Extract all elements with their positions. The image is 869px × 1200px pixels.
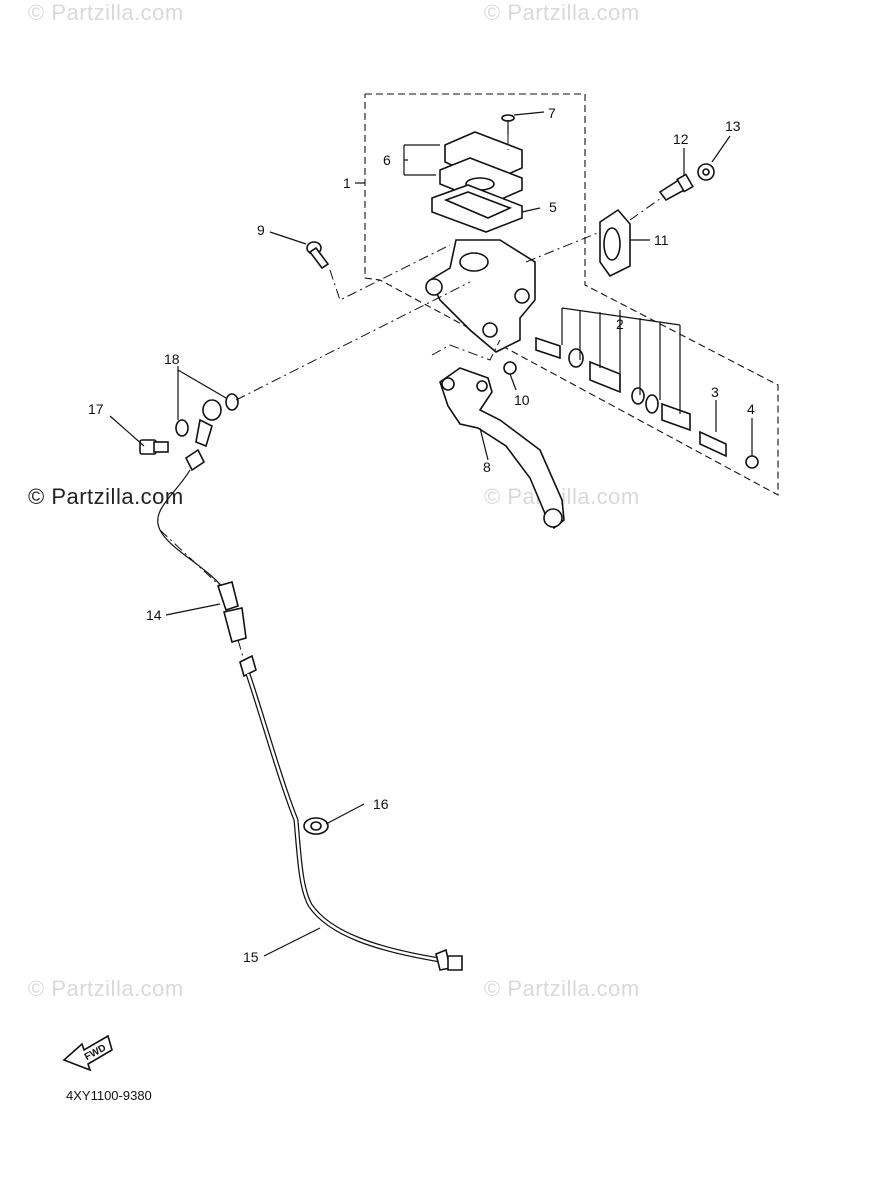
callout-5: 5 [549, 199, 557, 215]
callout-1: 1 [343, 175, 351, 191]
watermark: © Partzilla.com [28, 0, 184, 25]
callout-leaders [109, 111, 753, 957]
union-bolt-17 [139, 439, 169, 455]
push-rod-3 [699, 430, 727, 458]
fwd-arrow-icon: FWD [62, 1034, 113, 1072]
diagram-code: 4XY1100-9380 [66, 1088, 152, 1103]
callout-9: 9 [257, 222, 265, 238]
callout-7: 7 [548, 105, 556, 121]
callout-13: 13 [725, 118, 741, 134]
callout-2: 2 [616, 316, 624, 332]
gasket-18 [225, 393, 239, 411]
callout-15: 15 [243, 949, 259, 965]
watermark: © Partzilla.com [28, 976, 184, 1001]
leader-line [431, 339, 501, 361]
callout-16: 16 [373, 796, 389, 812]
pivot-bolt-9 [306, 241, 330, 270]
group-1-outline [364, 93, 779, 496]
callout-3: 3 [711, 384, 719, 400]
callout-8: 8 [483, 459, 491, 475]
lever-8 [439, 367, 565, 530]
clutch-pipe-15 [239, 654, 463, 971]
callout-12: 12 [673, 131, 689, 147]
nut-13 [697, 163, 715, 181]
master-cylinder-body [425, 239, 536, 353]
callout-6: 6 [383, 152, 391, 168]
gasket-18 [175, 419, 189, 437]
leader-line [237, 639, 245, 661]
clutch-hose-14 [157, 469, 247, 643]
callout-11: 11 [654, 232, 669, 248]
piston-kit-2 [535, 336, 691, 432]
callout-17: 17 [88, 401, 104, 417]
leader-line [525, 231, 601, 263]
pipe-clamp-16 [303, 817, 329, 835]
leader-line [629, 195, 665, 221]
clamp-holder-11 [599, 208, 631, 278]
leader-line [235, 281, 471, 401]
reservoir-cap [431, 131, 523, 233]
watermark: © Partzilla.com [28, 484, 184, 509]
watermark: © Partzilla.com [484, 0, 640, 25]
callout-14: 14 [146, 607, 162, 623]
bolt-12 [658, 173, 694, 202]
screw-7 [501, 114, 515, 135]
nut-10 [503, 361, 517, 375]
hose-banjo-fitting [184, 399, 222, 472]
boot-4 [745, 455, 759, 469]
callout-4: 4 [747, 401, 755, 417]
callout-18: 18 [164, 351, 180, 367]
watermark: © Partzilla.com [484, 976, 640, 1001]
callout-10: 10 [514, 392, 530, 408]
leader-line [159, 529, 221, 587]
